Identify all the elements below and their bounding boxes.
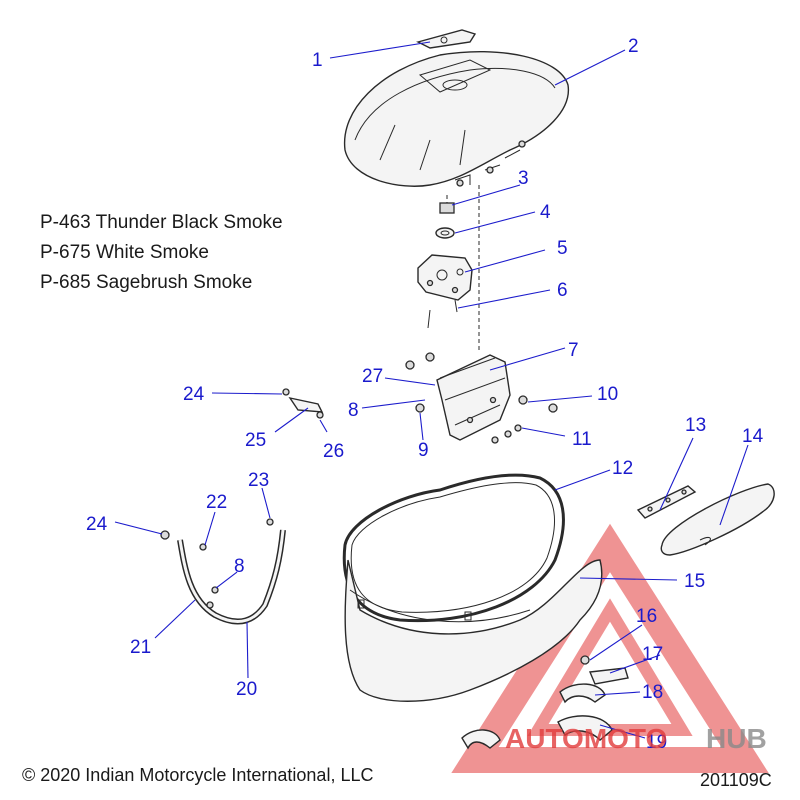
callout-22: 22 — [206, 492, 227, 513]
callout-18: 18 — [642, 682, 663, 703]
callout-1: 1 — [312, 50, 323, 71]
saddlebag-body-part — [344, 559, 603, 702]
callout-3: 3 — [518, 168, 529, 189]
callout-13: 13 — [685, 415, 706, 436]
watermark-text: AUTOMOTO HUB — [505, 723, 767, 754]
callout-24b: 24 — [86, 514, 108, 535]
callout-21: 21 — [130, 637, 151, 658]
figure-id: 201109C — [700, 770, 772, 790]
callout-19: 19 — [646, 732, 667, 753]
seal-gasket-part — [342, 473, 565, 623]
callout-16: 16 — [636, 606, 657, 627]
color-note-3: P-685 Sagebrush Smoke — [40, 272, 253, 293]
callout-12: 12 — [612, 458, 633, 479]
callout-26: 26 — [323, 441, 344, 462]
callout-27: 27 — [362, 366, 383, 387]
callout-15: 15 — [684, 571, 705, 592]
grommet-part — [435, 227, 455, 239]
mount-strip-part — [636, 485, 697, 519]
screw-part — [439, 202, 455, 214]
callout-25: 25 — [245, 430, 266, 451]
latch-housing-part — [417, 254, 473, 301]
callout-17: 17 — [642, 644, 663, 665]
leader-lines — [114, 41, 749, 739]
callout-9: 9 — [418, 440, 429, 461]
callout-14: 14 — [742, 426, 764, 447]
callout-6: 6 — [557, 280, 568, 301]
callout-24a: 24 — [183, 384, 205, 405]
callout-8: 8 — [348, 400, 359, 421]
badge-emblem-part — [660, 483, 775, 556]
lower-trim-parts — [461, 655, 629, 750]
guard-rail-part — [160, 518, 286, 625]
svg-text:HUB: HUB — [706, 723, 767, 754]
callout-5: 5 — [557, 238, 568, 259]
callout-20: 20 — [236, 679, 257, 700]
callout-4: 4 — [540, 202, 551, 223]
callout-11: 11 — [572, 429, 592, 450]
svg-text:AUTOMOTO: AUTOMOTO — [505, 723, 667, 754]
callout-labels: 1 2 3 4 5 6 7 27 8 9 10 11 24 25 26 12 1… — [86, 36, 764, 753]
color-note-1: P-463 Thunder Black Smoke — [40, 212, 283, 233]
callout-23: 23 — [248, 470, 269, 491]
callout-7: 7 — [568, 340, 579, 361]
small-bracket-part — [282, 388, 324, 419]
callout-8b: 8 — [234, 556, 245, 577]
color-note-2: P-675 White Smoke — [40, 242, 209, 263]
hinge-plate-part — [436, 354, 511, 441]
saddlebag-lid-part — [343, 50, 570, 187]
copyright-text: © 2020 Indian Motorcycle International, … — [22, 765, 374, 785]
callout-2: 2 — [628, 36, 639, 57]
callout-10: 10 — [597, 384, 618, 405]
